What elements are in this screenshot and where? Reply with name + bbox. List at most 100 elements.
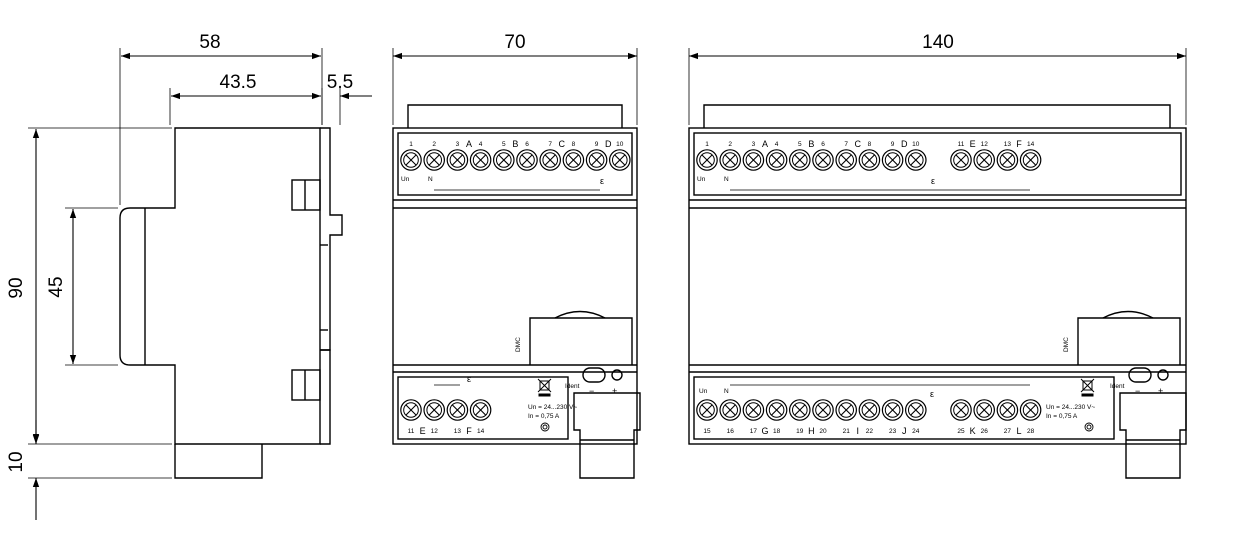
channel-letter: E	[970, 139, 976, 149]
small-bus-connector	[573, 392, 641, 479]
terminal-number: 12	[431, 428, 439, 435]
terminal-slot	[748, 404, 759, 416]
side-rail-profile-lower	[320, 349, 331, 445]
terminal-slot	[910, 404, 922, 416]
terminal-slot	[840, 404, 852, 416]
terminal-screw-inner	[792, 152, 808, 168]
small-ident-button	[582, 367, 606, 383]
terminal-slot	[701, 154, 713, 166]
terminal-screw-inner	[519, 152, 535, 168]
terminal-slot	[817, 154, 829, 166]
terminal-number: 5	[502, 141, 506, 148]
small-eps-top: ε	[600, 176, 604, 186]
terminal-number: 18	[773, 428, 781, 435]
dim-label-58: 58	[199, 32, 220, 53]
terminal-number: 25	[957, 428, 965, 435]
terminal-number: 14	[1027, 141, 1035, 148]
terminal-screw-inner	[1022, 402, 1039, 418]
terminal-screw-inner	[745, 152, 762, 168]
terminal-number: 2	[432, 141, 436, 148]
dim-label-5-5: 5.5	[327, 72, 353, 93]
terminal-slot	[591, 154, 602, 166]
terminal-screw-inner	[908, 402, 924, 418]
terminal-slot	[1002, 404, 1013, 416]
terminal-slot	[544, 154, 556, 166]
terminal-slot	[955, 404, 967, 416]
terminal-screw-inner	[953, 152, 969, 168]
channel-letter: H	[808, 426, 815, 436]
terminal-screw-inner	[699, 402, 715, 418]
large-terminal-box-top	[693, 132, 1182, 196]
terminal-slot	[1002, 154, 1013, 166]
channel-letter: E	[420, 426, 426, 436]
channel-letter: J	[902, 426, 907, 436]
small-housing	[392, 127, 638, 445]
terminal-slot	[701, 404, 713, 416]
small-current: In = 0,75 A	[528, 413, 560, 420]
terminal-number: 28	[1027, 428, 1035, 435]
terminal-number: 13	[454, 428, 462, 435]
terminal-screw-inner	[745, 402, 762, 418]
terminal-number: 22	[866, 428, 874, 435]
large-n-label-bottom: N	[724, 388, 729, 395]
terminal-screw-inner	[838, 402, 855, 418]
terminal-slot	[887, 154, 898, 166]
channel-letter: F	[466, 426, 472, 436]
large-bus-connector	[1119, 392, 1187, 479]
terminal-screw-inner	[403, 402, 419, 418]
dim-label-43-5: 43.5	[220, 72, 257, 93]
side-view	[28, 48, 343, 479]
terminal-number: 26	[981, 428, 989, 435]
small-dmc-box	[529, 317, 633, 365]
channel-letter: G	[761, 426, 768, 436]
terminal-slot	[1025, 404, 1036, 416]
terminal-slot	[887, 404, 898, 416]
terminal-screw-inner	[722, 152, 739, 168]
small-n-label: N	[428, 176, 433, 183]
terminal-slot	[910, 154, 922, 166]
terminal-screw-inner	[861, 152, 878, 168]
terminal-screw-inner	[565, 152, 582, 168]
terminal-screw-inner	[838, 152, 855, 168]
terminal-slot	[614, 154, 626, 166]
terminal-number: 15	[703, 428, 711, 435]
small-voltage: Un = 24...230 V~	[528, 404, 577, 411]
small-top-shoulder	[407, 104, 623, 128]
terminal-slot	[475, 154, 486, 166]
dim-label-45: 45	[46, 276, 67, 297]
terminal-number: 11	[408, 428, 415, 435]
small-led	[611, 369, 623, 381]
terminal-slot	[405, 154, 417, 166]
large-current: In = 0,75 A	[1046, 413, 1078, 420]
large-un-label-bottom: Un	[699, 388, 708, 395]
terminal-number: 8	[572, 141, 576, 148]
small-eps-bottom: ε	[467, 374, 471, 384]
terminal-number: 5	[798, 141, 802, 148]
channel-letter: A	[762, 139, 768, 149]
large-terminal-box-bottom	[693, 376, 1115, 440]
terminal-slot	[475, 404, 486, 416]
large-n-label-top: N	[724, 176, 729, 183]
terminal-slot	[864, 154, 875, 166]
terminal-slot	[452, 404, 463, 416]
terminal-number: 16	[727, 428, 735, 435]
terminal-number: 3	[752, 141, 756, 148]
terminal-screw-inner	[976, 152, 993, 168]
terminal-screw-inner	[792, 402, 808, 418]
dimension-lines	[32, 52, 1186, 520]
side-clip-top	[291, 179, 321, 211]
channel-letter: L	[1016, 426, 1021, 436]
small-un-label: Un	[401, 176, 410, 183]
terminal-number: 10	[616, 141, 624, 148]
large-eps-top: ε	[931, 176, 935, 186]
terminal-number: 9	[891, 141, 895, 148]
terminal-screw-inner	[953, 402, 969, 418]
dim-label-90: 90	[6, 277, 27, 298]
terminal-screw-inner	[976, 402, 993, 418]
terminal-number: 11	[958, 141, 965, 148]
small-cert-icon	[540, 422, 550, 432]
